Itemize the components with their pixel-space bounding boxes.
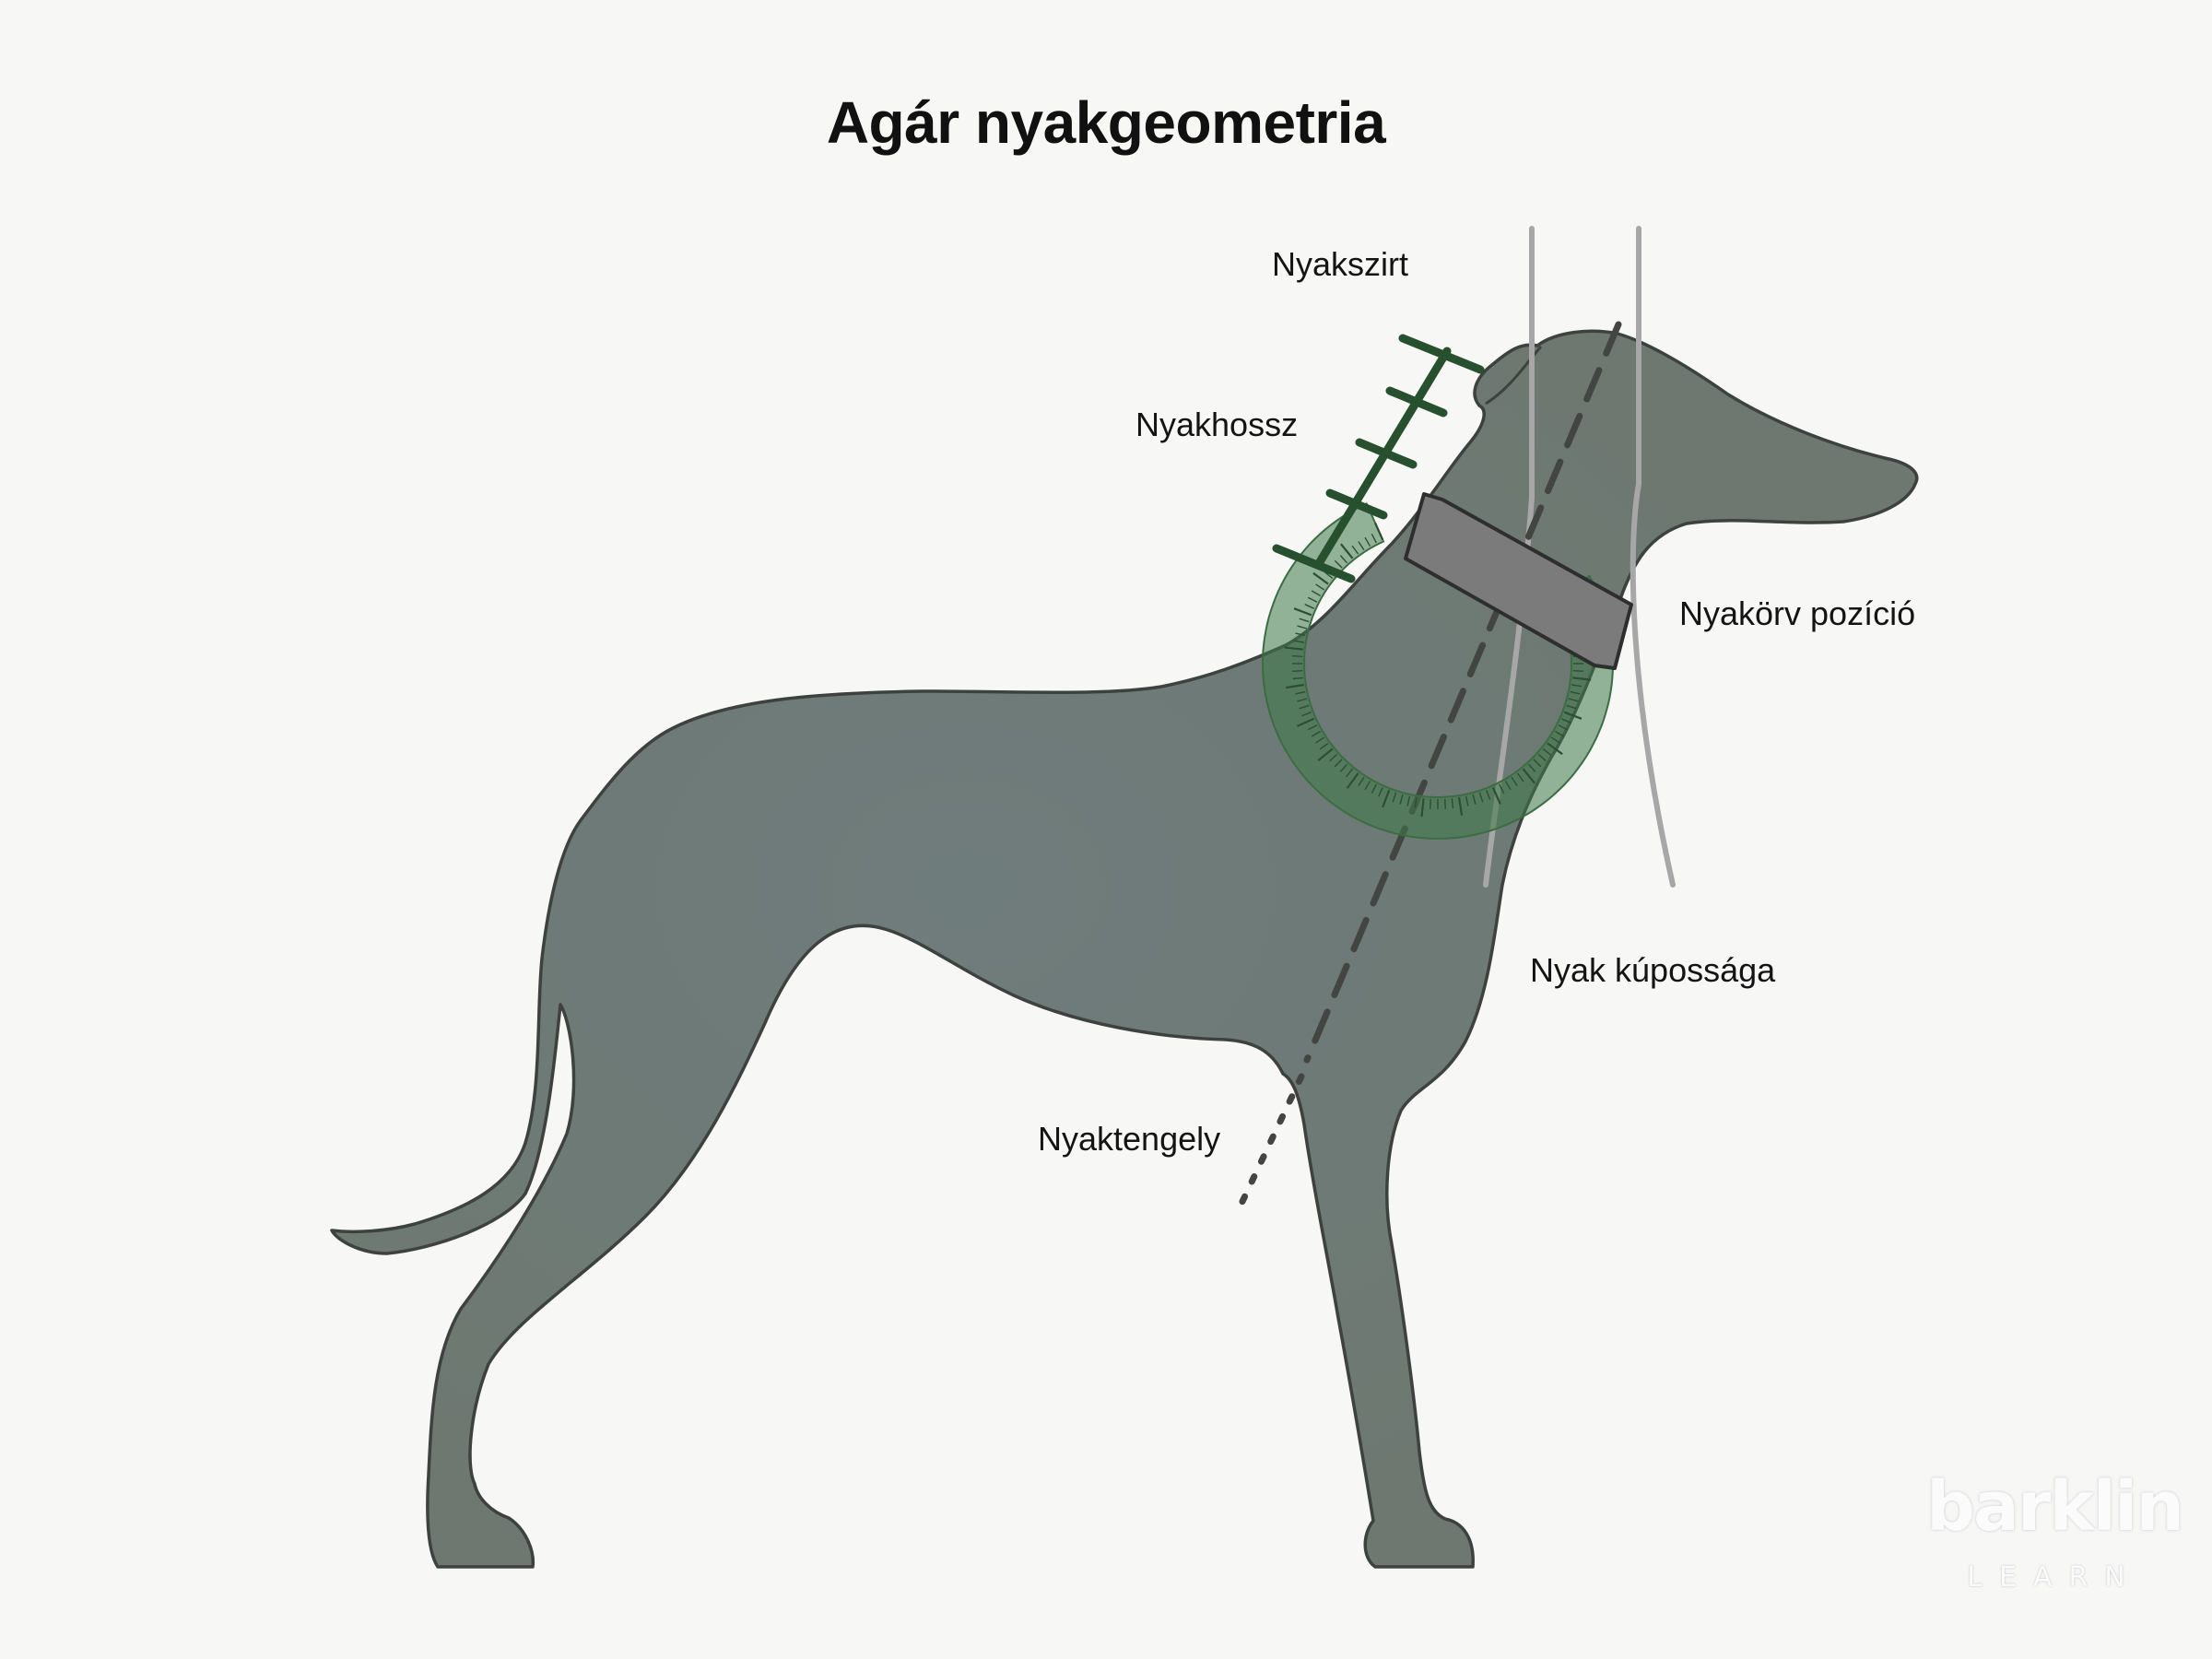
- protractor-tick: [1307, 724, 1318, 731]
- protractor-tick: [1554, 730, 1565, 737]
- logo-wordmark: barklin: [1926, 1467, 2184, 1547]
- protractor-tick: [1371, 783, 1377, 794]
- collar-edge: [1404, 493, 1426, 559]
- protractor-tick: [1522, 768, 1535, 784]
- protractor-tick: [1547, 742, 1563, 756]
- protractor-tick: [1572, 670, 1583, 672]
- taper-line-back: [1630, 226, 1676, 888]
- protractor-tick: [1301, 712, 1312, 717]
- protractor-tick: [1486, 789, 1491, 800]
- protractor-tick: [1537, 753, 1547, 762]
- protractor-tick: [1311, 590, 1322, 597]
- protractor-tick: [1499, 783, 1505, 794]
- protractor-tick: [1533, 759, 1542, 768]
- diagram-title: Agár nyakgeometria: [826, 89, 1386, 156]
- protractor-tick: [1511, 776, 1518, 786]
- protractor-tick: [1339, 763, 1348, 772]
- protractor-tick: [1571, 684, 1583, 688]
- protractor-tick: [1406, 795, 1411, 806]
- protractor-tick: [1371, 533, 1377, 544]
- protractor-tick: [1315, 736, 1325, 744]
- logo-subtitle: LEARN: [1967, 1561, 2142, 1594]
- protractor-tick: [1334, 759, 1343, 768]
- protractor-tick: [1392, 792, 1397, 803]
- protractor-tick: [1527, 763, 1536, 772]
- barklin-learn-logo: barklin LEARN: [1926, 1467, 2184, 1594]
- protractor-tick: [1420, 798, 1425, 818]
- protractor-tick: [1307, 596, 1318, 603]
- protractor-tick: [1430, 798, 1431, 809]
- ear-detail: [1485, 346, 1543, 406]
- protractor-tick: [1292, 677, 1303, 680]
- neck-axis-line: [1303, 321, 1622, 1064]
- protractor-tick: [1457, 797, 1464, 817]
- protractor-tick: [1364, 780, 1371, 791]
- protractor-tick: [1414, 797, 1418, 808]
- label-collar-position: Nyakörv pozíció: [1679, 594, 1916, 632]
- label-neck-axis: Nyaktengely: [1038, 1120, 1221, 1158]
- protractor-tick: [1563, 711, 1583, 720]
- protractor-tick: [1358, 776, 1365, 786]
- protractor-tick: [1312, 571, 1329, 585]
- protractor-tick: [1472, 794, 1477, 805]
- protractor-tick: [1572, 677, 1592, 681]
- protractor-tick: [1315, 583, 1325, 591]
- greyhound-silhouette: [330, 329, 1919, 1569]
- protractor-tick: [1351, 545, 1359, 555]
- neck-axis-dotted-extension: [1236, 1073, 1305, 1211]
- protractor-tick: [1444, 798, 1446, 809]
- protractor-tick: [1570, 690, 1581, 695]
- protractor-tick: [1378, 787, 1383, 797]
- protractor-tick: [1324, 571, 1334, 580]
- protractor-tick: [1451, 798, 1454, 809]
- protractor-tick: [1334, 559, 1343, 569]
- protractor-tick: [1340, 543, 1354, 559]
- protractor-tick: [1284, 646, 1303, 651]
- protractor-tick: [1317, 747, 1334, 761]
- label-occiput: Nyakszirt: [1272, 245, 1409, 283]
- protractor-tick: [1293, 640, 1304, 643]
- label-neck-length: Nyakhossz: [1135, 406, 1299, 443]
- label-neck-taper: Nyak kúpossága: [1530, 951, 1776, 989]
- protractor-tick: [1491, 786, 1501, 806]
- protractor-tick: [1364, 536, 1371, 547]
- protractor-tick: [1311, 730, 1322, 737]
- protractor-tick: [1558, 724, 1569, 731]
- protractor-tick: [1374, 522, 1384, 541]
- protractor-tick: [1297, 698, 1308, 702]
- protractor-tick: [1465, 795, 1469, 806]
- protractor-tick: [1382, 789, 1391, 808]
- protractor-tick: [1568, 698, 1579, 702]
- protractor-tick: [1297, 625, 1308, 629]
- protractor-tick: [1550, 736, 1560, 744]
- protractor-tick: [1339, 555, 1348, 564]
- protractor-tick: [1299, 704, 1310, 710]
- protractor-tick: [1358, 541, 1365, 551]
- protractor-tick: [1304, 604, 1314, 609]
- protractor-tick: [1399, 794, 1404, 805]
- protractor-tick: [1346, 768, 1354, 778]
- protractor-tick: [1561, 718, 1571, 724]
- protractor-tick: [1542, 747, 1552, 756]
- protractor-tick: [1346, 772, 1359, 789]
- neck-length-ruler: [1272, 334, 1485, 583]
- protractor-tick: [1295, 632, 1306, 637]
- protractor-tick: [1504, 780, 1512, 791]
- protractor-tick: [1566, 704, 1577, 710]
- protractor-tick: [1516, 772, 1524, 782]
- protractor-tick: [1285, 683, 1304, 689]
- protractor-tick: [1296, 717, 1315, 727]
- protractor-tick: [1329, 753, 1338, 762]
- protractor-tick: [1319, 742, 1329, 750]
- protractor-tick: [1299, 618, 1310, 623]
- protractor-tick: [1295, 690, 1306, 695]
- protractor-tick: [1293, 607, 1312, 617]
- protractor-tick: [1292, 670, 1303, 672]
- protractor-tick: [1292, 655, 1303, 657]
- protractor-tick: [1478, 792, 1484, 803]
